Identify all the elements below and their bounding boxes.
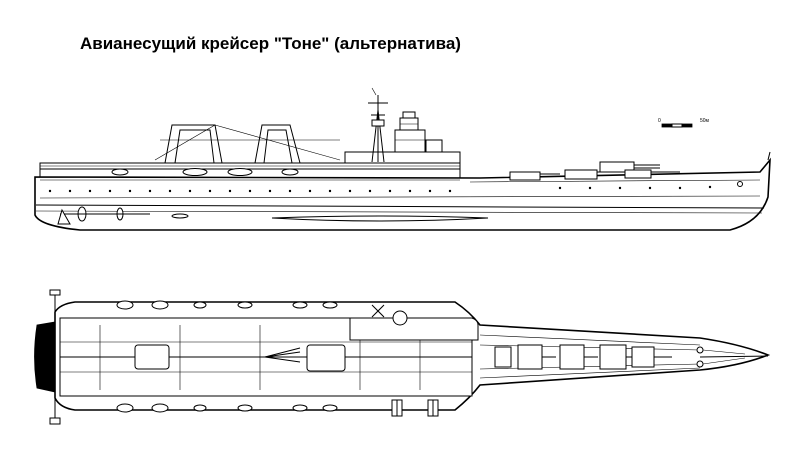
- crane-gantries: [154, 124, 341, 164]
- aft-elevator: [134, 344, 170, 370]
- side-view: [34, 87, 771, 231]
- gun-tubs: [116, 300, 338, 413]
- drawing-title: Авианесущий крейсер "Тоне" (альтернатива…: [80, 34, 461, 53]
- mast: [368, 87, 388, 163]
- hull-side: [34, 157, 771, 231]
- forward-turrets: [509, 161, 680, 181]
- top-view: [34, 289, 771, 425]
- propellers: [57, 206, 189, 225]
- scale-end-label: 50м: [700, 118, 710, 124]
- forecastle-planking: [479, 334, 701, 379]
- fwd-elevator: [306, 344, 346, 372]
- island-plan: [349, 304, 479, 341]
- portholes: [48, 185, 712, 193]
- bridge-superstructure: [344, 111, 461, 164]
- catapult-lines: [264, 347, 301, 363]
- scale-bar: 0 50м: [658, 118, 710, 128]
- scale-start-label: 0: [658, 118, 661, 124]
- forward-turrets-plan: [494, 344, 655, 370]
